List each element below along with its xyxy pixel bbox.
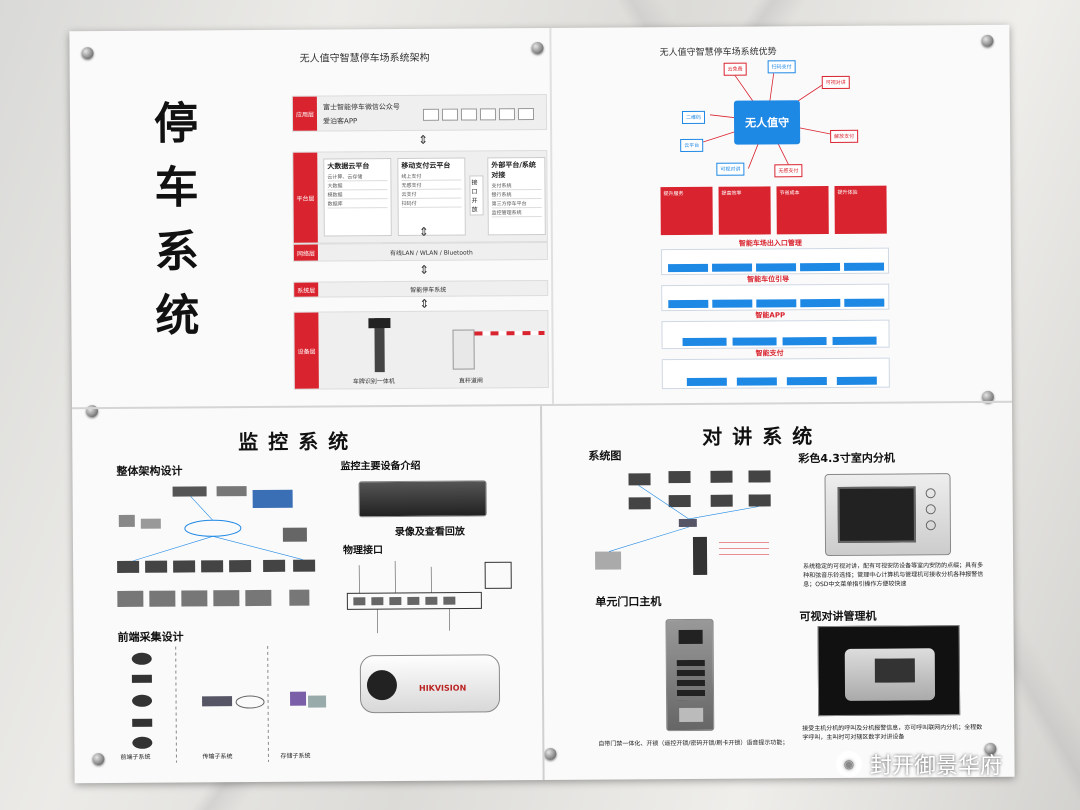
door-unit-desc: 自带门禁一体化、开锁（遥控开锁/密码开锁/刷卡开锁）语音提示功能； [598,739,789,748]
intercom-diagram [595,470,771,575]
front-label: 传输子系统 [202,753,233,761]
plate-camera [368,318,391,329]
hikvision-logo: HIKVISION [418,683,467,693]
adv-card: 提高效率 [718,186,771,235]
screw [981,34,994,47]
divider [549,27,554,404]
door-unit-title: 单元门口主机 [595,595,662,609]
screw [544,747,557,760]
adv-node: 云免费 [723,62,747,76]
adv-node: 无感支付 [774,164,803,178]
barrier-arm [474,330,545,336]
manager-title: 可视对讲管理机 [799,609,877,624]
manager-desc: 接受主机分机的呼叫及分机报警信息，亦可呼叫联网内分机；全程数字呼叫，主叫时可对辖… [802,723,983,742]
screw [531,41,544,55]
arrow-icon: ⇕ [418,132,429,147]
adv-node: 解放支付 [830,129,859,143]
network-layer: 网络层 有线LAN / WLAN / Bluetooth [292,241,548,262]
advantages-title: 无人值守智慧停车场系统优势 [659,47,777,59]
interface-box: 接口开放 [469,175,484,216]
monitor-arch-diagram [117,486,316,607]
adv-section-title: 智能车位引导 [747,275,790,284]
bigdata-box: 大数据云平台 云计算、云存储 大数据 模数据 数据库 [323,158,392,237]
adv-node: 可视对讲 [821,75,850,90]
arch-title: 无人值守智慧停车场系统架构 [299,52,430,65]
monitor-replay: 录像及查看回放 [394,526,465,539]
system-layer: 系统层 智能停车系统 [293,279,549,298]
arrow-icon: ⇕ [419,262,430,277]
intercom-title: 对讲系统 [702,424,823,449]
adv-node: 可视对讲 [716,162,745,176]
adv-section-title: 智能车场出入口管理 [738,239,802,248]
app-icons [422,105,537,125]
device-layer: 设备层 车牌识别一体机 直杆道闸 [293,309,549,390]
intercom-diagram-title: 系统图 [588,449,622,463]
adv-node: 二维码 [681,110,706,125]
front-diagram [131,645,327,763]
arrow-icon: ⇕ [418,224,429,239]
adv-card: 提升体验 [834,185,887,234]
monitor-arch: 整体架构设计 [116,464,183,478]
indoor-unit [824,473,952,557]
external-box: 外部平台/系统对接 支付系统 银行系统 第三方停车平台 监控管理系统 [487,156,546,236]
center-node: 无人值守 [733,100,801,145]
indoor-unit-desc: 系统稳定的可视对讲，配有可视安防设备等室内安防的点缀；具有多种和弦音乐铃选择；管… [803,561,984,589]
divider [540,405,545,781]
barrier-gate-box [452,329,475,370]
monitor-iface: 物理接口 [342,545,384,557]
monitor-title: 监控系统 [238,429,359,455]
adv-section [661,283,890,312]
adv-section [661,357,890,390]
door-unit [665,618,715,732]
iface-diagram [346,561,512,634]
app-layer: 应用层 富士智能停车微信公众号 爱泊客APP [291,93,548,132]
adv-card: 提升服务 [660,186,713,236]
screw [92,753,105,766]
adv-node: 扫码支付 [767,60,796,74]
adv-section [660,247,890,276]
front-label: 前端子系统 [120,753,151,761]
adv-node: 云平台 [680,138,704,153]
screw [81,47,94,60]
manager-unit [817,625,961,717]
wechat-icon: ◉ [836,751,862,777]
indoor-unit-title: 彩色4.3寸室内分机 [798,451,895,466]
adv-section-title: 智能APP [755,311,786,320]
payment-box: 移动支付云平台 线上支付 无感支付 云支付 扫码付 [397,157,466,237]
adv-section-title: 智能支付 [755,349,784,358]
nvr-device [358,480,487,518]
bullet-camera: HIKVISION [359,654,501,714]
monitor-devices: 监控主要设备介绍 [340,460,421,473]
display-board: 停 车 系 统 无人值守智慧停车场系统架构 应用层 富士智能停车微信公众号 爱泊… [69,24,1015,784]
adv-section [661,319,890,350]
parking-system-title: 停 车 系 统 [153,98,200,342]
arrow-icon: ⇕ [419,296,430,311]
adv-card: 节省成本 [776,185,829,235]
watermark: ◉ 封开御景华府 [836,748,1002,780]
monitor-front: 前端采集设计 [117,630,184,644]
front-label: 存储子系统 [280,752,311,760]
